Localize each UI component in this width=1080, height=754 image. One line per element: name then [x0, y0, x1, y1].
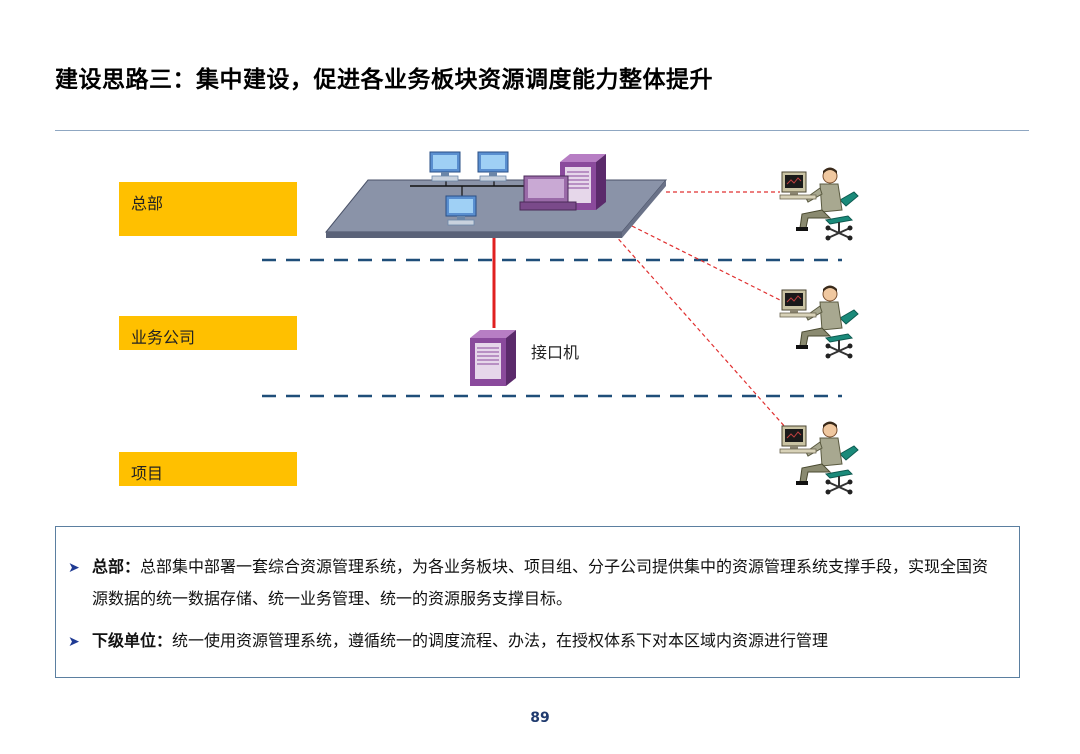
level-label-project: 项目 [119, 452, 297, 486]
operator-icon [779, 284, 859, 360]
interface-machine-label: 接口机 [531, 343, 580, 362]
computer-icon [477, 151, 509, 182]
bullet-arrow-icon: ➤ [68, 560, 80, 576]
computer-icon [445, 195, 477, 226]
bullet-item: ➤ 下级单位：统一使用资源管理系统，遵循统一的调度流程、办法，在授权体系下对本区… [68, 625, 999, 658]
architecture-diagram [262, 151, 859, 496]
bullet-arrow-icon: ➤ [68, 634, 80, 650]
bullet-heading: 下级单位： [92, 631, 173, 650]
page-number: 89 [530, 710, 550, 726]
server-icon [519, 153, 607, 211]
computer-icon [429, 151, 461, 182]
operator-icon [779, 420, 859, 496]
summary-box: ➤ 总部：总部集中部署一套综合资源管理系统，为各业务板块、项目组、分子公司提供集… [55, 526, 1020, 678]
bullet-item: ➤ 总部：总部集中部署一套综合资源管理系统，为各业务板块、项目组、分子公司提供集… [68, 551, 999, 615]
bullet-body: 统一使用资源管理系统，遵循统一的调度流程、办法，在授权体系下对本区域内资源进行管… [172, 631, 829, 650]
operator-icon [779, 166, 859, 242]
link-line-3 [613, 233, 787, 429]
server-icon [469, 329, 517, 387]
bullet-body: 总部集中部署一套综合资源管理系统，为各业务板块、项目组、分子公司提供集中的资源管… [92, 557, 989, 608]
level-label-business: 业务公司 [119, 316, 297, 350]
network-platform [324, 179, 668, 233]
link-line-2 [631, 225, 781, 301]
level-label-hq: 总部 [119, 182, 297, 236]
bullet-heading: 总部： [92, 557, 141, 576]
page-title: 建设思路三：集中建设，促进各业务板块资源调度能力整体提升 [55, 67, 713, 93]
title-divider [55, 130, 1029, 131]
